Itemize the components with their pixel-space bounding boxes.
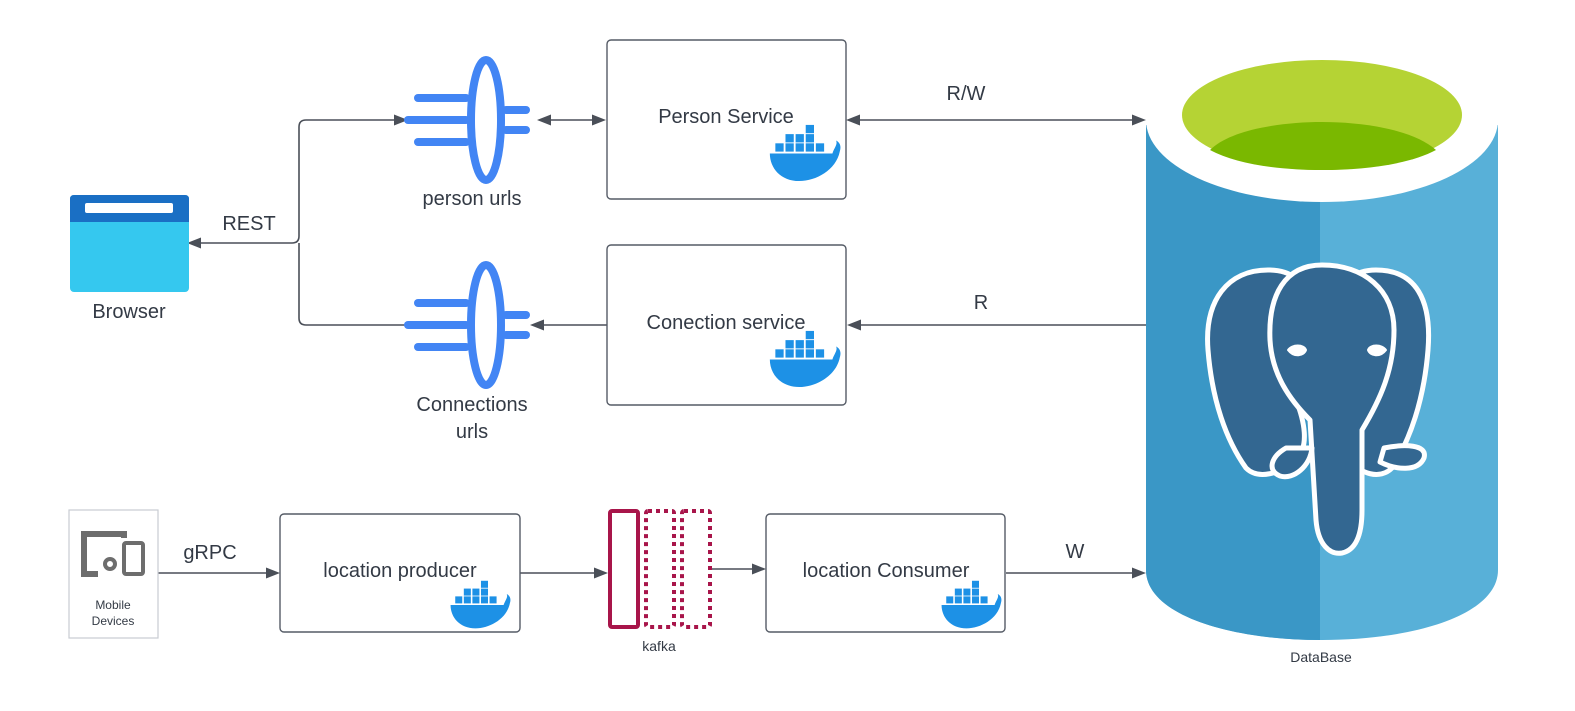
edge-label-rest: REST — [222, 213, 275, 235]
mobile-devices-node: Mobile Devices — [68, 509, 159, 639]
edge-label-grpc: gRPC — [183, 542, 236, 564]
api-gateway-icon — [408, 265, 526, 385]
mobile-devices-label-line1: Mobile — [95, 598, 131, 612]
connection-service-node: Conection service — [606, 244, 847, 406]
edge-label-w: W — [1066, 541, 1085, 563]
connections-urls-label-line2: urls — [456, 421, 488, 443]
database-label: DataBase — [1290, 649, 1352, 665]
edge-connection-service-to-connections-urls — [530, 319, 607, 331]
browser-label: Browser — [92, 301, 166, 323]
mobile-devices-icon — [81, 531, 145, 577]
kafka-label: kafka — [642, 638, 676, 654]
location-producer-node: location producer — [279, 513, 521, 633]
location-consumer-node: location Consumer — [765, 513, 1006, 633]
edge-connections-urls-to-browser — [298, 243, 408, 326]
edge-mobile-to-producer-grpc — [158, 567, 280, 579]
kafka-topic-icon — [608, 509, 712, 629]
edge-person-service-database-rw — [846, 114, 1146, 126]
edge-database-to-connection-service-r — [847, 319, 1146, 331]
browser-window-icon — [70, 195, 189, 292]
postgresql-elephant-icon — [1205, 262, 1432, 556]
location-consumer-label: location Consumer — [803, 560, 970, 582]
person-service-label: Person Service — [658, 106, 794, 128]
edge-label-rw: R/W — [947, 83, 986, 105]
edge-person-urls-person-service — [537, 114, 606, 126]
edge-label-r: R — [974, 292, 988, 314]
mobile-devices-label-line2: Devices — [92, 614, 135, 628]
location-producer-label: location producer — [323, 560, 477, 582]
edge-rest-to-person-urls — [187, 114, 408, 249]
api-gateway-icon — [408, 60, 526, 180]
connection-service-label: Conection service — [647, 312, 806, 334]
person-service-node: Person Service — [606, 39, 847, 200]
edge-kafka-to-consumer — [708, 563, 766, 575]
person-urls-label: person urls — [423, 188, 522, 210]
connections-urls-label-line1: Connections — [416, 394, 527, 416]
edge-consumer-to-database-w — [1006, 567, 1146, 579]
edge-producer-to-kafka — [520, 567, 608, 579]
